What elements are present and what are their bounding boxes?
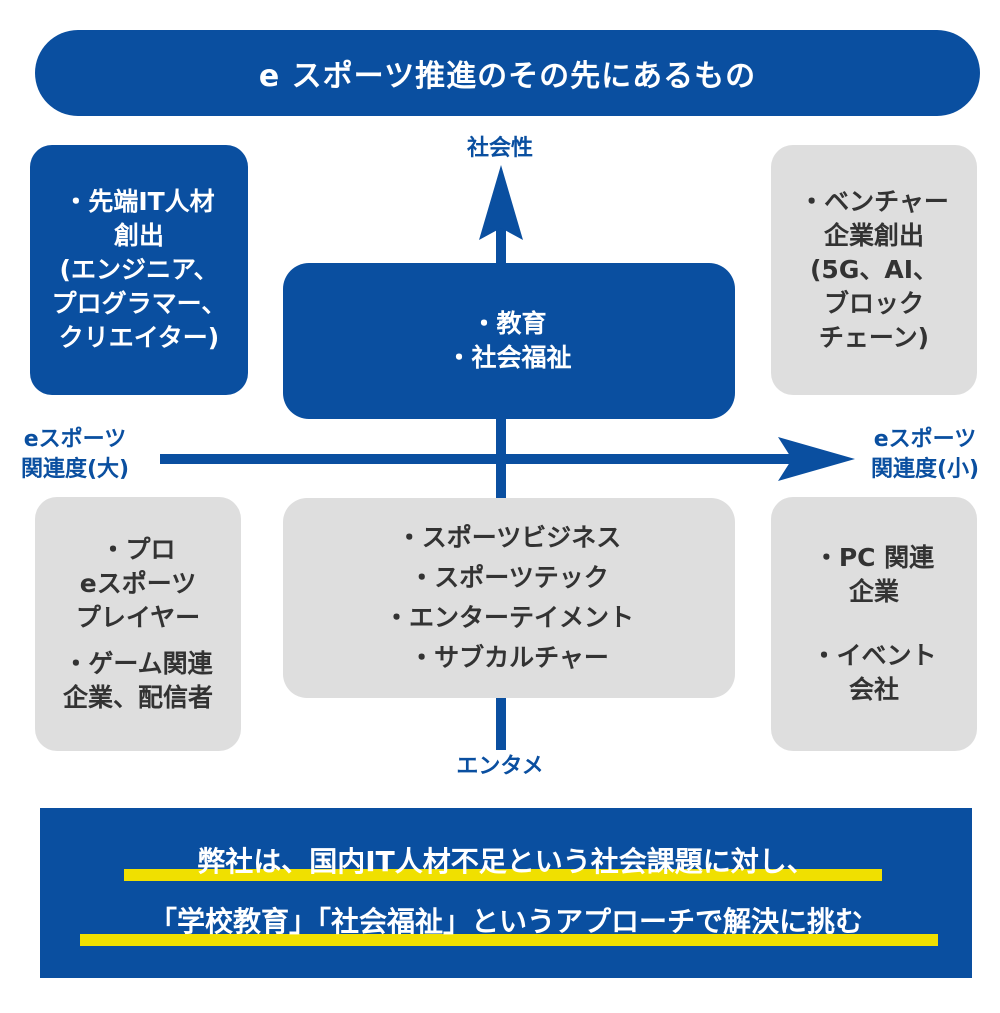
- box-line: eスポーツ: [79, 569, 197, 598]
- box-line: 企業、配信者: [62, 683, 213, 712]
- box-line: ・スポーツビジネス: [396, 523, 622, 552]
- statement-line-2: 「学校教育」「社会福祉」というアプローチで解決に挑む: [148, 905, 863, 938]
- box-line: ・プロ: [100, 535, 176, 564]
- box-line: ・社会福祉: [446, 343, 572, 372]
- box-line: ・先端IT人材: [63, 187, 215, 216]
- box-line: ・ベンチャー: [799, 187, 949, 216]
- box-line: ・PC 関連: [813, 543, 935, 572]
- box-line: (エンジニア、: [59, 255, 219, 284]
- horizontal-axis-line: [160, 454, 820, 464]
- box-bottom-left: ・プロ eスポーツ プレイヤー ・ゲーム関連 企業、配信者: [35, 497, 241, 751]
- box-line: ・サブカルチャー: [409, 643, 609, 672]
- box-bottom-right: ・PC 関連 企業 ・イベント 会社: [771, 497, 977, 751]
- right-arrow-icon: [778, 437, 855, 481]
- box-top-left: ・先端IT人材 創出 (エンジニア、 プログラマー、 クリエイター): [30, 145, 248, 395]
- axis-label-left: eスポーツ 関連度(大): [0, 425, 150, 485]
- axis-label-right: eスポーツ 関連度(小): [850, 425, 1000, 485]
- box-line: 企業: [848, 577, 899, 606]
- vertical-axis-line: [496, 225, 506, 750]
- box-line: プログラマー、: [51, 289, 227, 318]
- box-bottom-center: ・スポーツビジネス ・スポーツテック ・エンターテイメント ・サブカルチャー: [283, 498, 735, 698]
- box-line: ・ゲーム関連: [63, 649, 213, 678]
- box-line: ・スポーツテック: [409, 563, 609, 592]
- box-top-center: ・教育 ・社会福祉: [283, 263, 735, 419]
- box-line: 企業創出: [823, 221, 924, 250]
- axis-label-left-line: 関連度(大): [20, 457, 130, 482]
- highlight-underline: [80, 934, 938, 946]
- diagram-title: e スポーツ推進のその先にあるもの: [35, 30, 980, 116]
- statement-panel: 弊社は、国内IT人材不足という社会課題に対し、 「学校教育」「社会福祉」というア…: [40, 808, 972, 978]
- highlight-underline: [124, 869, 882, 881]
- statement-line-1: 弊社は、国内IT人材不足という社会課題に対し、: [197, 845, 815, 878]
- box-line: 会社: [848, 675, 899, 704]
- box-line: チェーン): [818, 323, 930, 352]
- box-line: (5G、AI、: [810, 255, 938, 284]
- axis-label-left-line: eスポーツ: [23, 427, 127, 452]
- box-line: クリエイター): [58, 323, 220, 352]
- box-line: ブロック: [823, 289, 924, 318]
- box-line: ・エンターテイメント: [383, 603, 634, 632]
- axis-label-bottom: エンタメ: [456, 754, 544, 779]
- up-arrow-icon: [479, 165, 523, 240]
- box-line: ・イベント: [811, 641, 937, 670]
- box-line: プレイヤー: [75, 603, 201, 632]
- axis-label-right-line: 関連度(小): [870, 457, 980, 482]
- box-line: ・教育: [471, 309, 547, 338]
- axis-label-top: 社会性: [466, 136, 533, 161]
- axis-label-right-line: eスポーツ: [873, 427, 977, 452]
- box-line: 創出: [113, 221, 164, 250]
- box-top-right: ・ベンチャー 企業創出 (5G、AI、 ブロック チェーン): [771, 145, 977, 395]
